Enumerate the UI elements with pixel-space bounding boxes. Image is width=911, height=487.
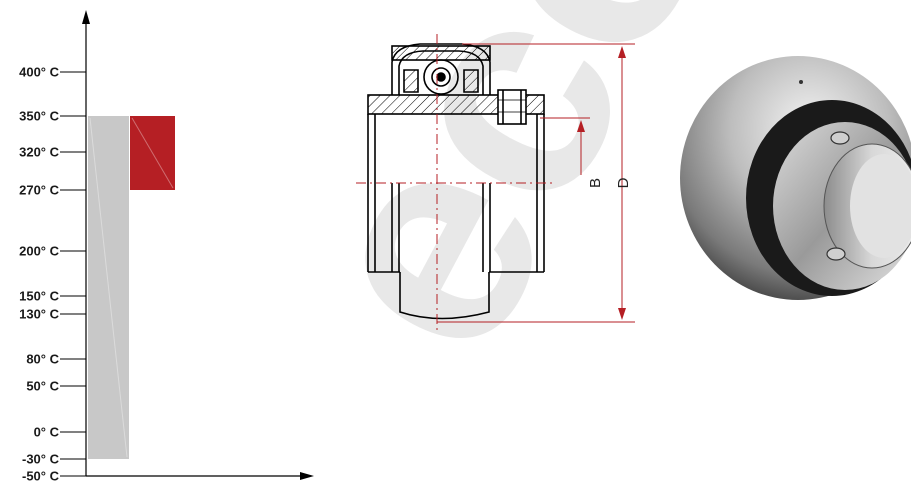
temperature-axis bbox=[82, 10, 314, 480]
temperature-ranges bbox=[88, 116, 175, 459]
tick-label: 0° C bbox=[34, 425, 60, 440]
red-temperature-range-bar bbox=[130, 116, 175, 190]
tick-label: 400° C bbox=[19, 65, 60, 80]
dimension-arrow-up-icon bbox=[618, 46, 626, 58]
tick-label: 270° C bbox=[19, 183, 60, 198]
temperature-scale: 400° C 350° C 320° C 270° C 200° C 150° C 130°… bbox=[19, 10, 314, 484]
tick-label: 350° C bbox=[19, 109, 60, 124]
tick-label: 150° C bbox=[19, 289, 60, 304]
range-bar-sheen bbox=[131, 117, 174, 189]
dimension-arrow-down-icon bbox=[618, 308, 626, 320]
dimension-lines bbox=[437, 43, 635, 323]
dimension-arrow-up-icon bbox=[577, 120, 585, 132]
axis-arrow-up-icon bbox=[82, 10, 90, 24]
tick-label: -30° C bbox=[22, 452, 60, 467]
tick-label: 130° C bbox=[19, 307, 60, 322]
tick-label: -50° C bbox=[22, 469, 60, 484]
tick-label: 200° C bbox=[19, 244, 60, 259]
axis-arrow-right-icon bbox=[300, 472, 314, 480]
dimension-b-label: B bbox=[587, 178, 604, 188]
bearing-3d-render bbox=[680, 56, 911, 300]
temperature-ticks: 400° C 350° C 320° C 270° C 200° C 150° C 130°… bbox=[19, 65, 86, 484]
bearing-section-drawing bbox=[356, 34, 556, 330]
tick-label: 320° C bbox=[19, 145, 60, 160]
tick-label: 80° C bbox=[26, 352, 59, 367]
gray-temperature-range-bar bbox=[88, 116, 129, 459]
dimension-d-label: D bbox=[615, 177, 632, 188]
tick-label: 50° C bbox=[26, 379, 59, 394]
range-bar-sheen bbox=[89, 117, 128, 458]
